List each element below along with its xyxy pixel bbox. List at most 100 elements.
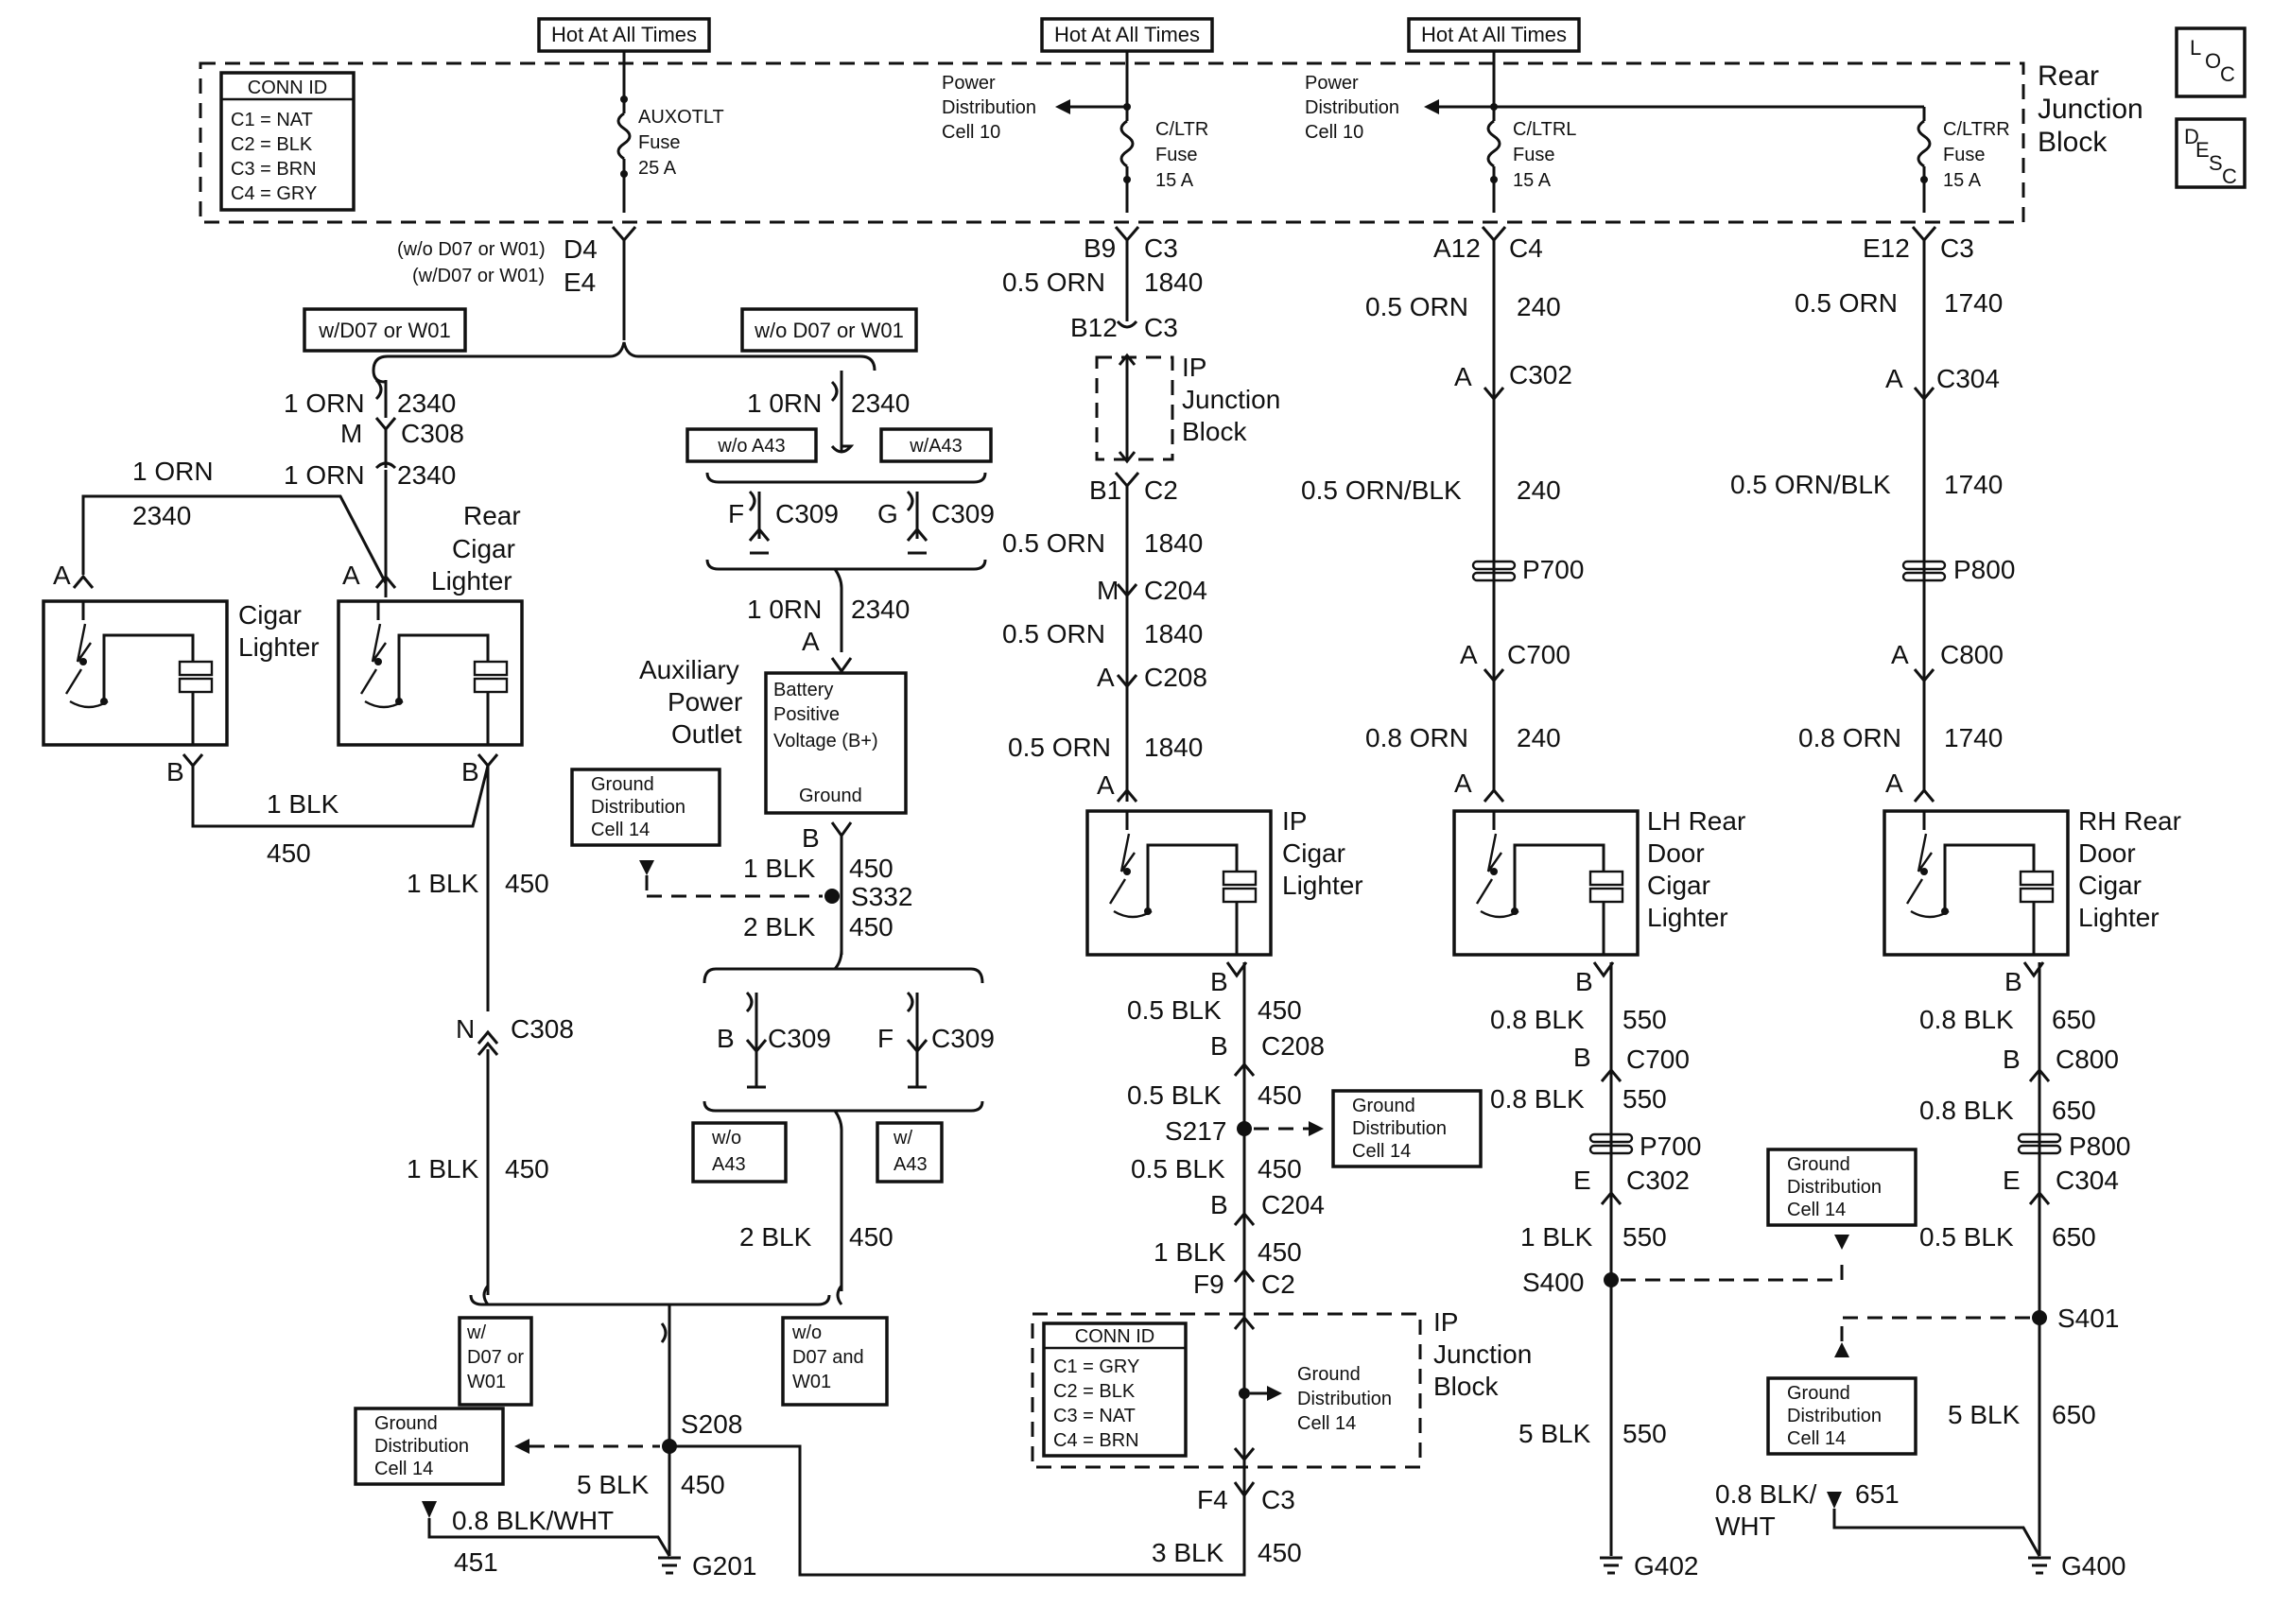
s217-ground-line-1: Ground: [1352, 1096, 1415, 1116]
aux-ground-box: [570, 768, 721, 847]
splice-s208: S208: [681, 1409, 742, 1439]
s401-ground-line-3: Cell 14: [1787, 1428, 1846, 1449]
hot-label-3: Hot At All Times: [1421, 23, 1567, 46]
splice-s332: S332: [851, 882, 912, 911]
power-dist-2-line3: Cell 10: [1305, 122, 1363, 143]
power-dist-2-line2: Distribution: [1305, 97, 1399, 118]
wire-08-blkwht: 0.8 BLK/WHT: [452, 1506, 614, 1535]
rjb-label-3: Block: [2038, 127, 2108, 158]
cltrr-fuse-word: Fuse: [1943, 145, 1985, 165]
desc-icon-s: S: [2209, 151, 2223, 175]
rh-c800-b: C800: [2056, 1045, 2119, 1074]
power-dist-1-line2: Distribution: [942, 97, 1036, 118]
ip-wire-05blk-b: 0.5 BLK: [1127, 1080, 1222, 1110]
aux-label-2: Power: [668, 687, 742, 717]
cltr-fuse-word: Fuse: [1155, 145, 1197, 165]
bottom-left-ground: w/ D07 or W01 w/o D07 and W01 S208 Groun…: [354, 1285, 1246, 1581]
opt-wo-a43-2-line2: A43: [712, 1154, 746, 1175]
hot-label-1: Hot At All Times: [551, 23, 697, 46]
rh-pin-b: B: [2004, 967, 2022, 996]
ip-wire-450-b: 450: [1258, 1080, 1302, 1110]
cigar-left-pin-a: A: [53, 561, 71, 590]
rh-c304-e: C304: [2056, 1166, 2119, 1195]
lh-rear-cigar-lighter: [1452, 809, 1640, 957]
s401-ground-line-2: Distribution: [1787, 1406, 1882, 1426]
conn-c308-n: C308: [511, 1014, 574, 1044]
rh-c3: C3: [1940, 233, 1974, 263]
pin-e4: E4: [564, 268, 596, 297]
s401-ground-line-1: Ground: [1787, 1383, 1850, 1404]
lh-label-1: LH Rear: [1647, 806, 1745, 836]
opt-w-d07-line3: W01: [467, 1372, 506, 1392]
lh-wire-1blk: 1 BLK: [1520, 1222, 1593, 1252]
rh-wire-1740-c: 1740: [1944, 723, 2003, 752]
rh-p800-connector: [1901, 560, 1947, 582]
lh-wire-550-a: 550: [1622, 1005, 1667, 1034]
s208-ground-line-3: Cell 14: [374, 1459, 433, 1479]
rh-rear-cigar-lighter: [1883, 809, 2070, 957]
ground-symbol-g400: [2028, 1556, 2051, 1575]
c309-g-pin: G: [877, 499, 898, 528]
loc-icon[interactable]: L O C: [2175, 26, 2247, 98]
option-bracket-top: [372, 341, 876, 371]
aux-box-line-2: Positive: [773, 704, 840, 725]
ip-f9: F9: [1193, 1270, 1224, 1299]
rh-wire-08blk-a: 0.8 BLK: [1919, 1005, 2014, 1034]
aux-ground-line-3: Cell 14: [591, 820, 650, 840]
lh-c4: C4: [1509, 233, 1543, 263]
c309-bracket-top: [703, 949, 984, 984]
pin-d4-note: (w/o D07 or W01): [397, 239, 546, 260]
ip-c204-m: C204: [1144, 576, 1207, 605]
ip-cigar-label-2: Cigar: [1282, 838, 1345, 868]
wire-2340-a: 2340: [397, 389, 456, 418]
ip-b-c208: B: [1210, 1031, 1228, 1061]
rjb-conn-row-4: C4 = GRY: [231, 183, 317, 204]
ip-jb-bottom-label-2: Junction: [1433, 1339, 1532, 1369]
rear-junction-block: Rear Junction Block CONN ID C1 = NAT C2 …: [199, 17, 2143, 224]
opt-wo-d07: w/o D07 or W01: [754, 319, 904, 342]
ip-jb-conn-row-3: C3 = NAT: [1053, 1406, 1136, 1426]
cltr-fuse-rating: 15 A: [1155, 170, 1194, 191]
power-dist-2-line1: Power: [1305, 73, 1359, 94]
ip-a-c208: A: [1097, 663, 1115, 692]
rh-c800-a: C800: [1940, 640, 2004, 669]
s400-ground-line-1: Ground: [1787, 1154, 1850, 1175]
aux-box-line-1: Battery: [773, 680, 833, 700]
c309-b-pin: B: [717, 1024, 735, 1053]
rh-wire-wht: WHT: [1715, 1512, 1776, 1541]
rh-e12: E12: [1863, 233, 1910, 263]
lh-p700-b: P700: [1640, 1132, 1701, 1161]
loc-icon-c: C: [2220, 62, 2235, 86]
lh-wire-5blk: 5 BLK: [1518, 1419, 1591, 1448]
lh-a12: A12: [1433, 233, 1481, 263]
desc-icon[interactable]: D E S C: [2175, 117, 2247, 189]
ip-c208-b: C208: [1261, 1031, 1325, 1061]
ip-c3-a: C3: [1144, 233, 1178, 263]
power-dist-1-line3: Cell 10: [942, 122, 1000, 143]
lh-e-c302: E: [1573, 1166, 1591, 1195]
aux-ground-line-2: Distribution: [591, 797, 685, 818]
hot-label-box-1: [537, 17, 711, 53]
opt-w-d07: w/D07 or W01: [318, 319, 450, 342]
pin-d4: D4: [564, 234, 598, 264]
ip-wire-05orn-c: 0.5 ORN: [1002, 619, 1105, 648]
desc-icon-d: D: [2184, 125, 2199, 148]
wire-450-bottom: 450: [267, 838, 311, 868]
lh-p700-connector: [1471, 560, 1517, 582]
rh-p800-b: P800: [2069, 1132, 2130, 1161]
lh-label-4: Lighter: [1647, 903, 1728, 932]
ip-jb-mini: [1095, 355, 1174, 461]
ip-b9: B9: [1084, 233, 1116, 263]
wire-5blk-s208: 5 BLK: [577, 1470, 650, 1499]
s400-ground-line-3: Cell 14: [1787, 1200, 1846, 1220]
wire-450-v2: 450: [505, 1154, 549, 1183]
cltrr-fuse: C/LTRR Fuse 15 A: [1917, 107, 2010, 213]
aux-wire-2blk-b: 2 BLK: [739, 1222, 812, 1252]
lh-p700: P700: [1522, 555, 1584, 584]
rh-wire-08orn: 0.8 ORN: [1798, 723, 1901, 752]
cigar-left-label-1: Cigar: [238, 600, 302, 630]
aux-pin-a: A: [802, 627, 820, 656]
lh-wire-240-c: 240: [1517, 723, 1561, 752]
wire-2340-left: 2340: [132, 501, 191, 530]
auxotlt-fuse: AUXOTLT Fuse 25 A: [616, 51, 724, 213]
